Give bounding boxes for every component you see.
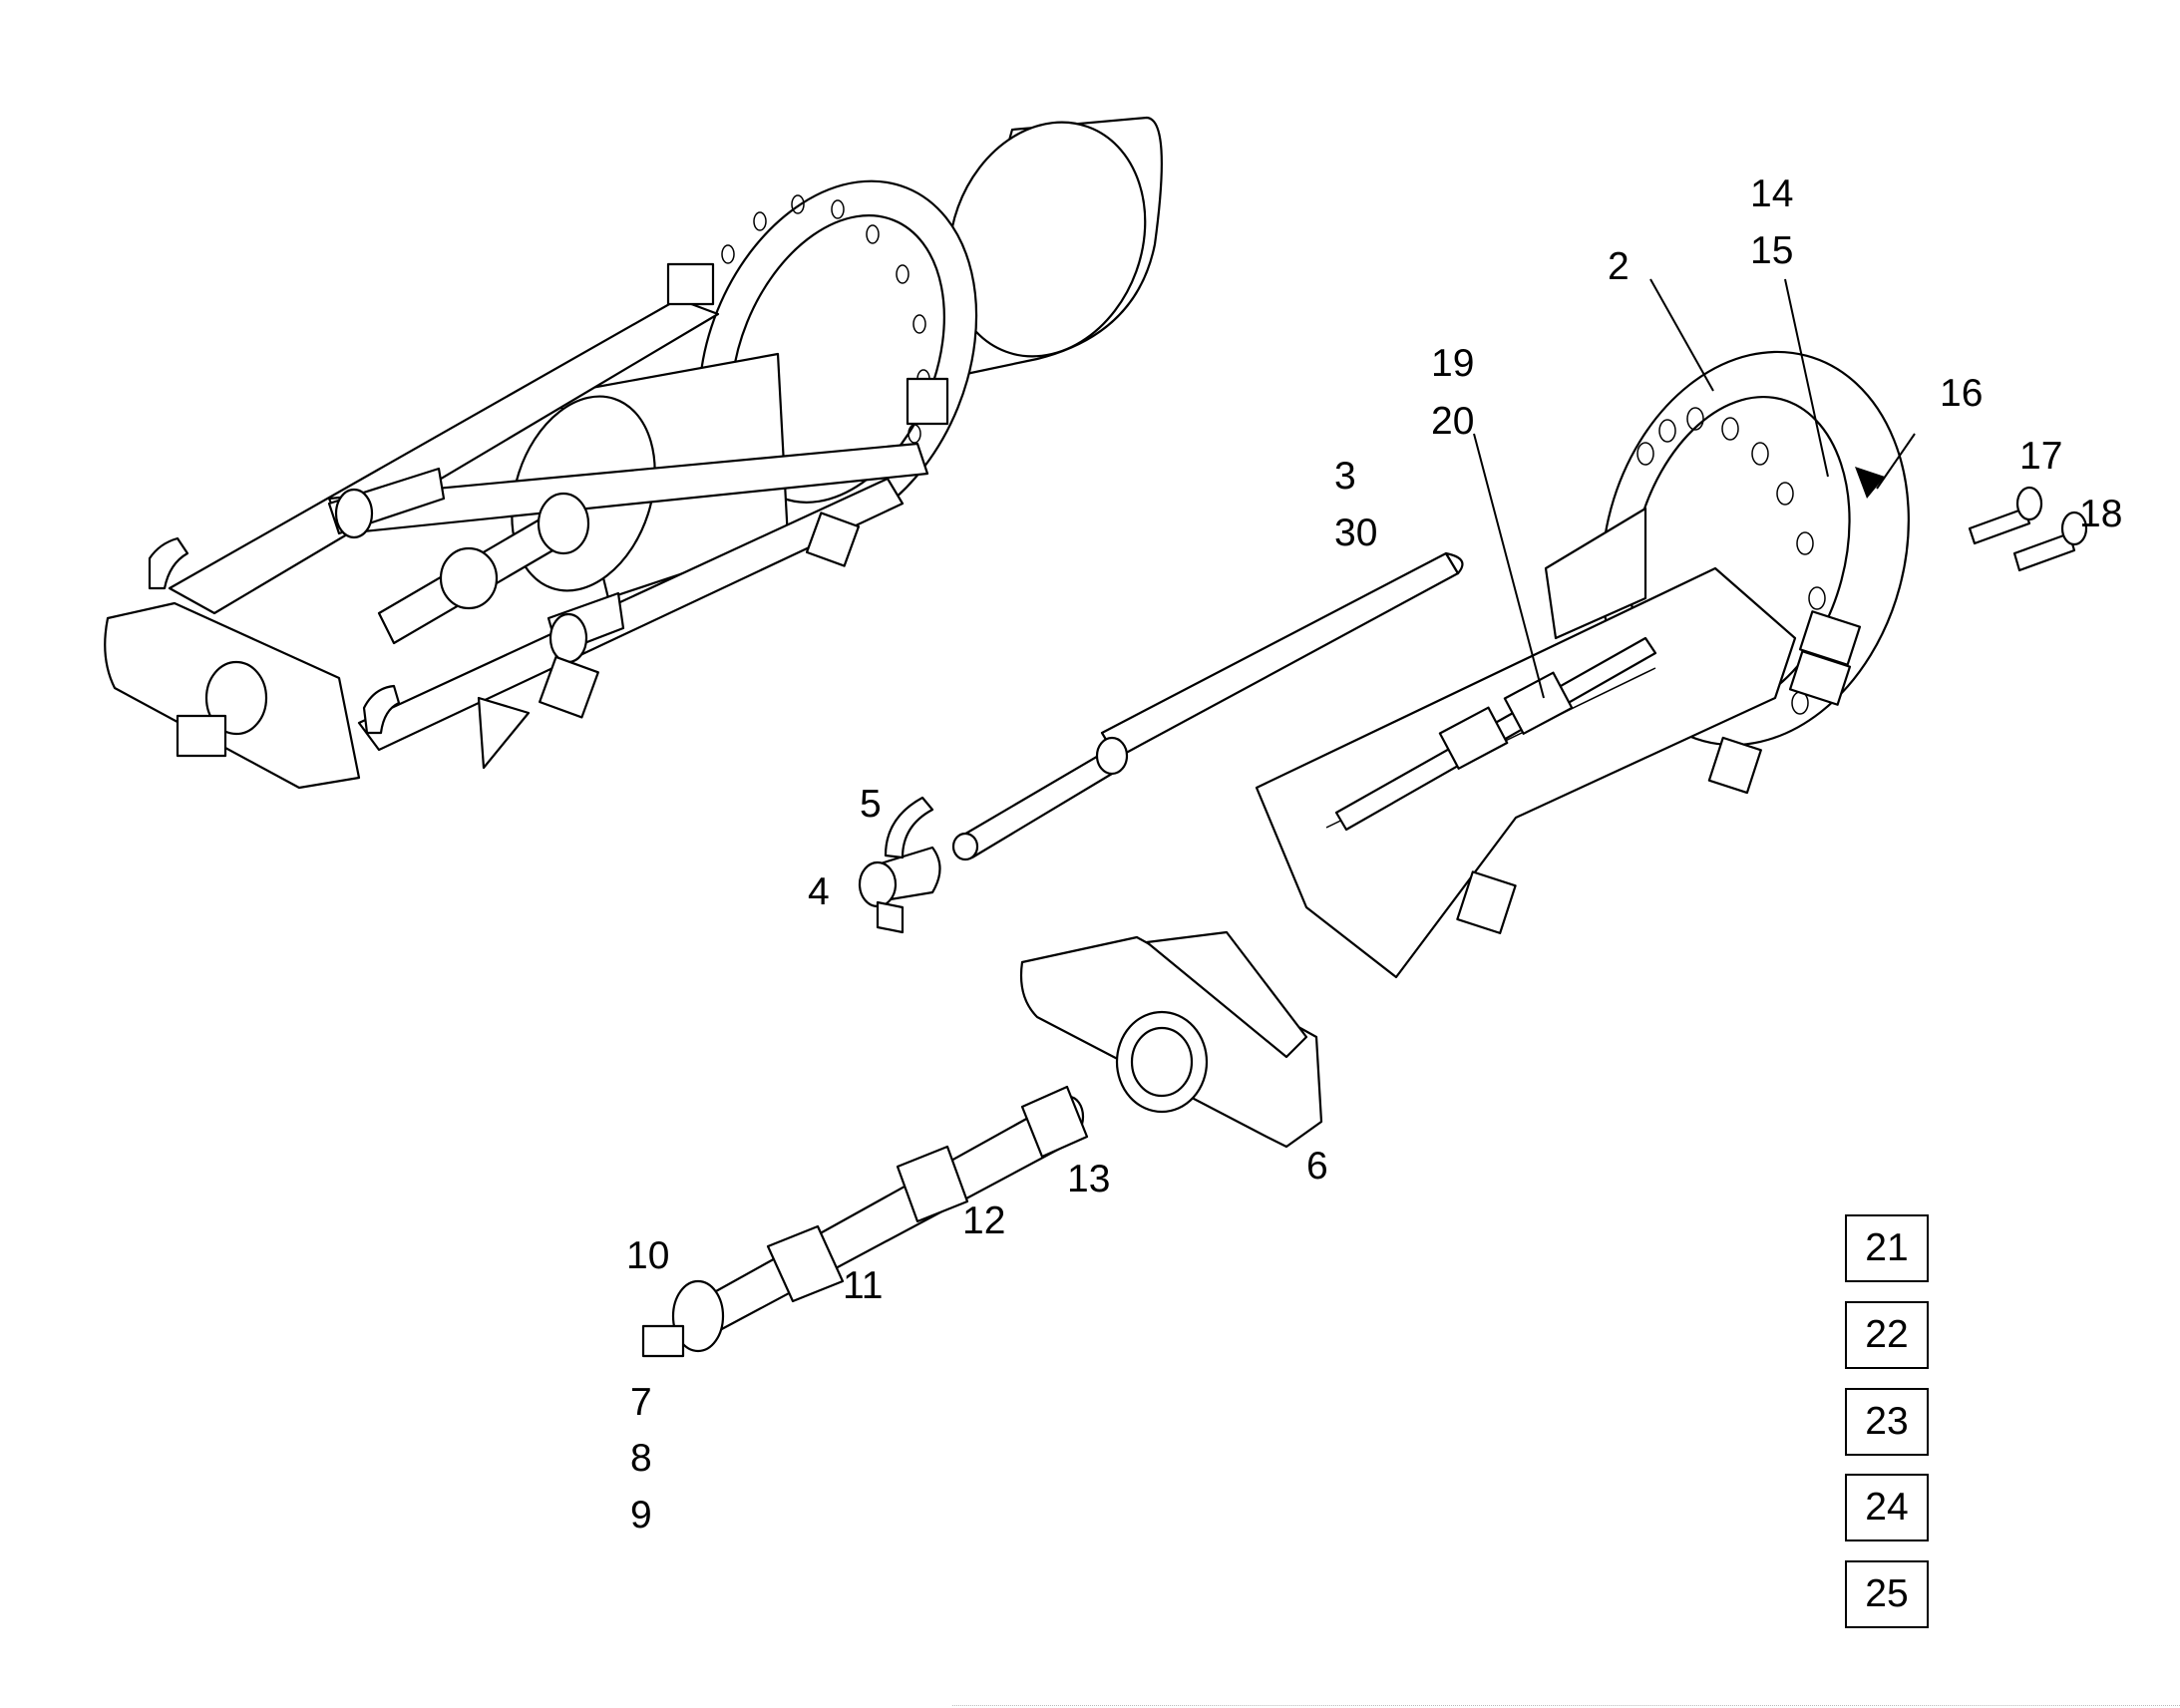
leader-lines [1473,278,1916,699]
callout-16: 16 [1940,372,1984,415]
shaft-drawing [641,1085,1089,1358]
boxed-ref-23: 23 [1845,1388,1929,1456]
callout-7: 7 [630,1381,652,1424]
rod-drawing [951,551,1464,861]
callout-5: 5 [860,783,882,826]
callout-9: 9 [630,1494,652,1537]
callout-8: 8 [630,1437,652,1480]
callout-14: 14 [1750,172,1794,215]
callout-6: 6 [1306,1145,1328,1188]
callout-10: 10 [626,1234,670,1277]
boxed-ref-25: 25 [1845,1560,1929,1628]
callout-15: 15 [1750,229,1794,272]
assembled-unit-drawing [104,116,1163,790]
callout-11: 11 [843,1264,884,1307]
bolts-drawing [1968,486,2088,572]
callout-18: 18 [2079,493,2123,535]
bottom-divider [952,1705,2180,1706]
elbow-fitting-drawing [858,796,941,934]
boxed-ref-21: 21 [1845,1214,1929,1282]
callout-3: 3 [1334,455,1356,498]
callout-12: 12 [962,1199,1006,1242]
callout-13: 13 [1067,1158,1111,1200]
callout-4: 4 [808,870,830,913]
boxed-ref-22: 22 [1845,1301,1929,1369]
frame-assembly-drawing [1255,350,1910,979]
callout-30: 30 [1334,512,1378,554]
yoke-plate-drawing [1019,930,1323,1149]
callout-20: 20 [1431,400,1475,443]
callout-17: 17 [2019,435,2063,478]
callout-19: 19 [1431,342,1475,385]
boxed-ref-24: 24 [1845,1474,1929,1541]
callout-2: 2 [1608,245,1630,288]
arrowhead-16 [1855,467,1885,499]
